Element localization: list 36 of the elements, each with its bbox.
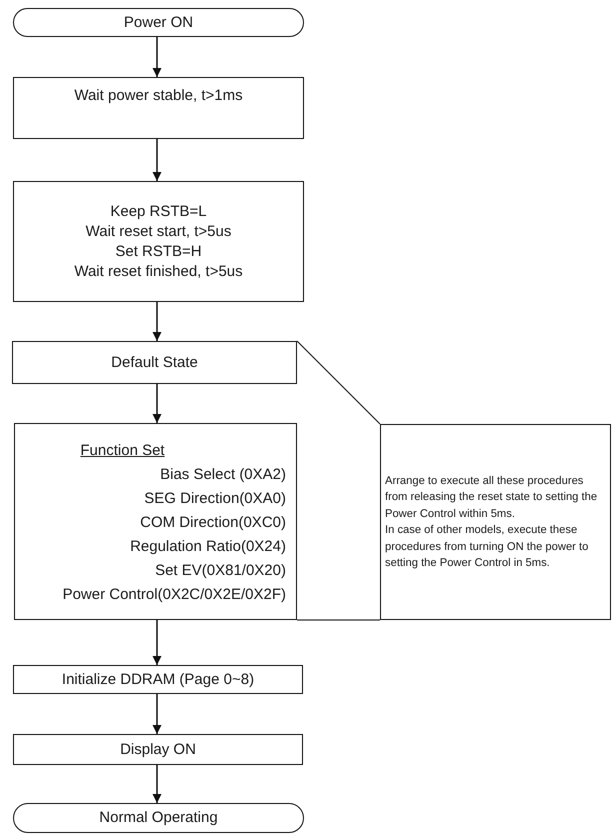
- step-text: Display ON: [120, 740, 196, 760]
- step-text: Wait reset start, t>5us: [86, 222, 232, 242]
- section-heading: Function Set: [80, 440, 165, 460]
- process-box: [13, 734, 303, 765]
- step-text: Wait power stable, t>1ms: [74, 86, 243, 106]
- arrow: [152, 37, 162, 77]
- terminal-label: Power ON: [124, 12, 194, 32]
- arrow: [152, 302, 162, 341]
- step-text: Set RSTB=H: [115, 242, 202, 262]
- command-line: Bias Select (0XA2): [160, 464, 286, 484]
- arrow: [152, 694, 162, 734]
- step-text: Keep RSTB=L: [110, 202, 207, 222]
- arrow: [152, 384, 162, 423]
- arrow: [152, 765, 162, 803]
- command-line: COM Direction(0XC0): [140, 512, 286, 532]
- command-line: SEG Direction(0XA0): [144, 488, 286, 508]
- terminal-shape: [13, 8, 304, 37]
- step-text: Wait reset finished, t>5us: [74, 262, 243, 282]
- command-line: Set EV(0X81/0X20): [155, 560, 286, 580]
- terminal-label: Normal Operating: [99, 808, 218, 828]
- process-box: [13, 77, 304, 139]
- note-box: [380, 424, 611, 620]
- process-box: [13, 665, 303, 694]
- process-box: [14, 423, 297, 620]
- note-text: Arrange to execute all these procedures from releasing the reset state to setting the Power Control within 5ms.: [385, 474, 598, 522]
- arrow: [152, 139, 162, 181]
- process-box: [13, 181, 304, 302]
- step-text: Initialize DDRAM (Page 0~8): [62, 670, 254, 690]
- terminal-shape: [13, 803, 304, 833]
- command-line: Regulation Ratio(0X24): [130, 536, 286, 556]
- callout-line: [296, 340, 380, 424]
- command-line: Power Control(0X2C/0X2E/0X2F): [62, 584, 286, 604]
- arrow: [152, 620, 162, 665]
- note-text: In case of other models, execute these procedures from turning ON the power to setting the Power Control in 5ms.: [385, 523, 590, 571]
- process-box: [12, 341, 297, 384]
- step-text: Default State: [111, 352, 198, 372]
